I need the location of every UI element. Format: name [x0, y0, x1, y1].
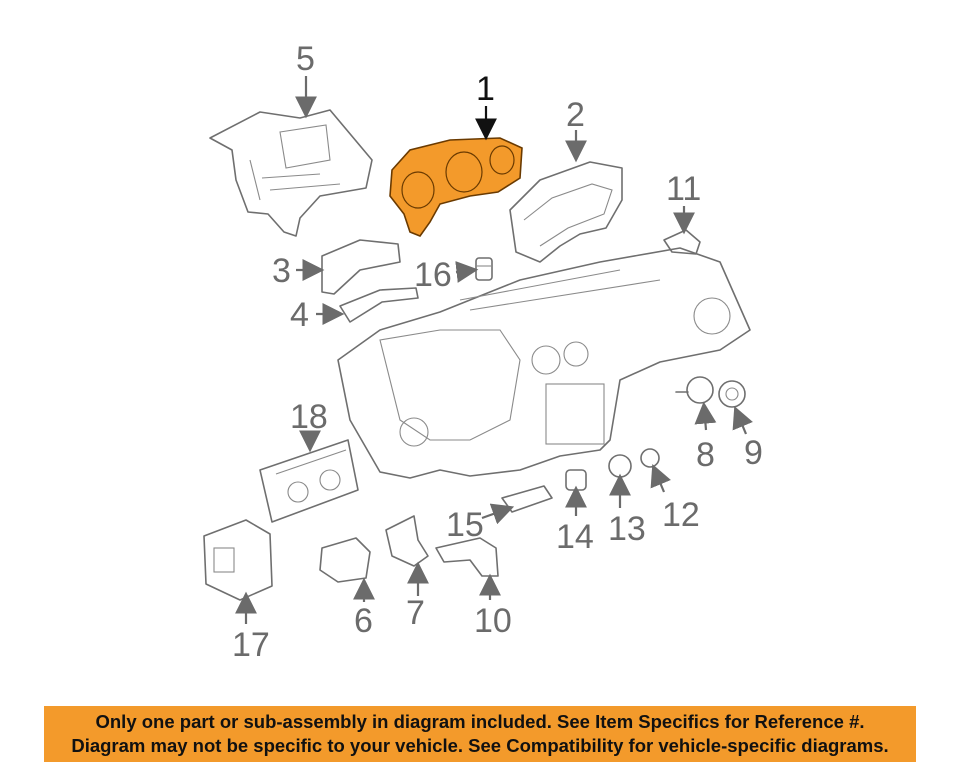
part-5-bracket	[209, 109, 373, 237]
part-7-bracket	[385, 515, 429, 567]
callout-12: 12	[662, 496, 700, 534]
disclaimer-banner: Only one part or sub-assembly in diagram…	[44, 706, 916, 762]
callout-1: 1	[476, 70, 495, 108]
callout-18: 18	[290, 398, 328, 436]
part-12-cap	[640, 448, 660, 468]
callout-5: 5	[296, 40, 315, 78]
part-4-trim	[339, 287, 419, 323]
part-9-ring	[718, 380, 746, 408]
callout-2: 2	[566, 96, 585, 134]
disclaimer-line-1: Only one part or sub-assembly in diagram…	[95, 711, 865, 732]
callout-3: 3	[272, 252, 291, 290]
callout-9: 9	[744, 434, 763, 472]
callout-8: 8	[696, 436, 715, 474]
part-16-sensor	[475, 257, 493, 281]
part-1-instrument-cluster	[389, 137, 523, 237]
part-2-bezel	[509, 161, 623, 263]
callout-15: 15	[446, 506, 484, 544]
part-6-bracket	[319, 537, 371, 583]
callout-7: 7	[406, 594, 425, 632]
part-18-control-panel	[259, 439, 359, 523]
callout-13: 13	[608, 510, 646, 548]
disclaimer-line-2: Diagram may not be specific to your vehi…	[71, 735, 889, 756]
leader-9	[732, 405, 753, 435]
leader-12	[650, 463, 671, 493]
callout-4: 4	[290, 296, 309, 334]
parts-diagram: 1 2 3 4 5 6 7 8 9 10 11 12 13 14 15 16 1…	[203, 40, 763, 664]
callout-17: 17	[232, 626, 270, 664]
leader-16	[455, 261, 479, 283]
part-3-trim	[321, 239, 401, 295]
callout-11: 11	[666, 170, 701, 208]
part-17-module	[203, 519, 273, 601]
leader-15	[481, 503, 515, 525]
part-14-switch	[565, 469, 587, 491]
part-8-vent	[675, 376, 714, 404]
callout-14: 14	[556, 518, 594, 556]
instrument-panel	[337, 247, 751, 479]
leader-8	[694, 401, 717, 431]
callout-10: 10	[474, 602, 512, 640]
callout-6: 6	[354, 602, 373, 640]
callout-16: 16	[414, 256, 452, 294]
part-13-switch	[608, 454, 632, 478]
